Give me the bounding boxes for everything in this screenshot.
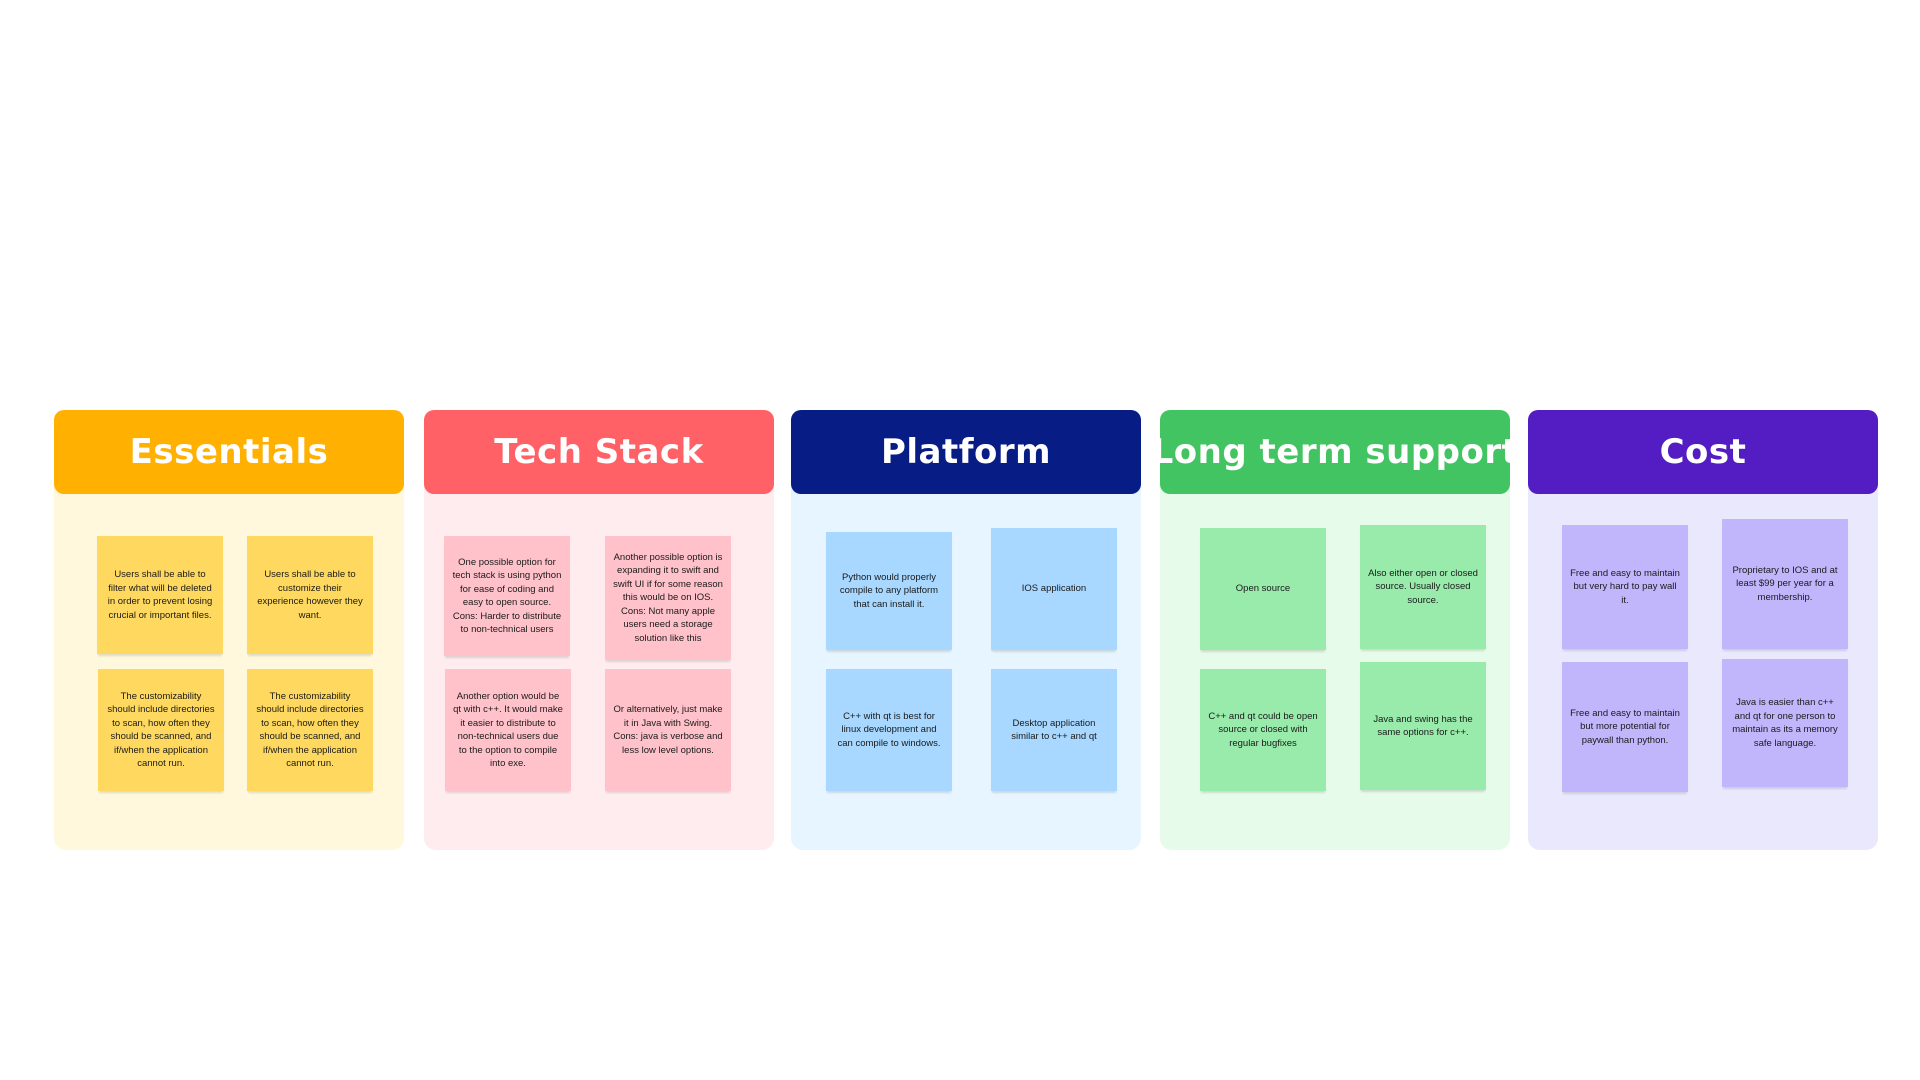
column-tech-stack-body: One possible option for tech stack is us… — [424, 482, 774, 850]
column-long-term-support: Open source Also either open or closed s… — [1152, 410, 1518, 850]
column-platform-body: Python would properly compile to any pla… — [791, 482, 1141, 850]
sticky-note[interactable]: Free and easy to maintain but very hard … — [1562, 525, 1688, 649]
sticky-note[interactable]: Open source — [1200, 528, 1326, 650]
sticky-note[interactable]: Another option would be qt with c++. It … — [445, 669, 571, 791]
sticky-note[interactable]: Free and easy to maintain but more poten… — [1562, 662, 1688, 792]
sticky-note[interactable]: Users shall be able to filter what will … — [97, 536, 223, 654]
column-cost-body: Free and easy to maintain but very hard … — [1528, 482, 1878, 850]
column-tech-stack: One possible option for tech stack is us… — [424, 410, 774, 850]
sticky-note[interactable]: Users shall be able to customize their e… — [247, 536, 373, 654]
sticky-note[interactable]: Java and swing has the same options for … — [1360, 662, 1486, 790]
sticky-note[interactable]: Proprietary to IOS and at least $99 per … — [1722, 519, 1848, 649]
sticky-note[interactable]: The customizability should include direc… — [98, 669, 224, 791]
sticky-note[interactable]: Python would properly compile to any pla… — [826, 532, 952, 650]
column-header-cost: Cost — [1528, 410, 1878, 494]
column-long-term-support-body: Open source Also either open or closed s… — [1160, 482, 1510, 850]
column-header-platform: Platform — [791, 410, 1141, 494]
sticky-note[interactable]: IOS application — [991, 528, 1117, 650]
sticky-note[interactable]: Also either open or closed source. Usual… — [1360, 525, 1486, 649]
column-header-tech-stack: Tech Stack — [424, 410, 774, 494]
column-essentials: Users shall be able to filter what will … — [54, 410, 404, 850]
column-header-essentials: Essentials — [54, 410, 404, 494]
column-cost: Free and easy to maintain but very hard … — [1528, 410, 1878, 850]
sticky-note[interactable]: One possible option for tech stack is us… — [444, 536, 570, 656]
sticky-note[interactable]: C++ and qt could be open source or close… — [1200, 669, 1326, 791]
sticky-note[interactable]: Desktop application similar to c++ and q… — [991, 669, 1117, 791]
sticky-note[interactable]: C++ with qt is best for linux developmen… — [826, 669, 952, 791]
sticky-note[interactable]: Another possible option is expanding it … — [605, 536, 731, 660]
sticky-note[interactable]: The customizability should include direc… — [247, 669, 373, 791]
board: Users shall be able to filter what will … — [0, 410, 1920, 850]
sticky-note[interactable]: Java is easier than c++ and qt for one p… — [1722, 659, 1848, 787]
column-essentials-body: Users shall be able to filter what will … — [54, 482, 404, 850]
sticky-note[interactable]: Or alternatively, just make it in Java w… — [605, 669, 731, 791]
column-header-long-term-support: Long term support — [1152, 410, 1518, 494]
column-platform: Python would properly compile to any pla… — [791, 410, 1141, 850]
